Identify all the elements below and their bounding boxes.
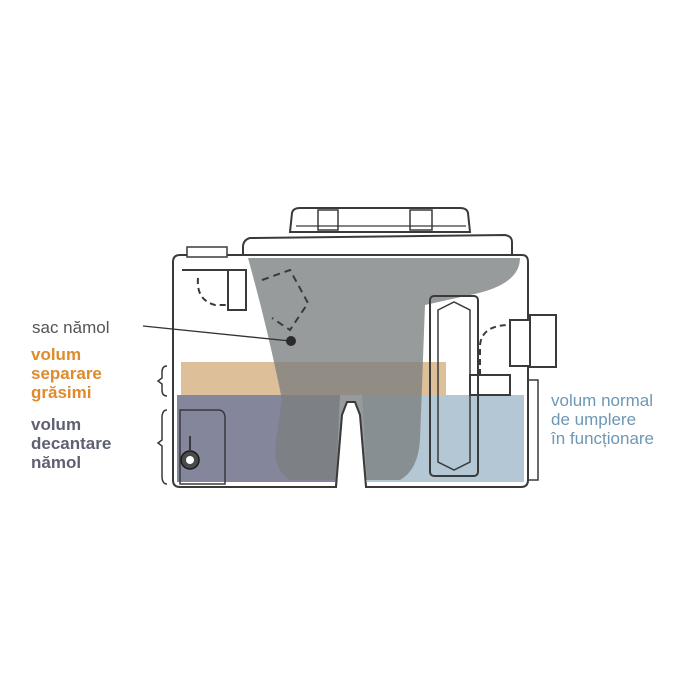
sludge-bag-leader-line (142, 325, 291, 342)
lid-dome (288, 207, 472, 233)
label-grease-line3: grăsimi (31, 383, 92, 402)
outlet-column (429, 295, 479, 477)
inlet-coupling (227, 269, 247, 311)
tank-lid (242, 233, 513, 256)
label-sludge-bag: sac nămol (32, 318, 109, 337)
sludge-bag-marker (286, 336, 296, 346)
drain-valve-center (186, 456, 194, 464)
sludge-bag (248, 258, 520, 480)
label-grease-line1: volum (31, 345, 82, 364)
label-normal-line3: în funcționare (551, 429, 655, 448)
label-grease-volume: volum separare grăsimi (31, 345, 102, 402)
inlet-cap (186, 246, 228, 258)
outlet-coupling-lower (469, 374, 511, 396)
label-decant-line1: volum (31, 415, 82, 434)
inlet-elbow-pipe (196, 277, 232, 306)
left-bracket-lower (156, 409, 168, 485)
label-decant-line2: decantare (31, 434, 112, 453)
label-grease-line2: separare (31, 364, 102, 383)
right-wall-brace (528, 379, 539, 481)
label-normal-line1: volum normal (551, 391, 654, 410)
outlet-column-inner (437, 301, 471, 471)
lid-grip-left (317, 209, 339, 231)
left-bracket-upper (156, 365, 168, 397)
label-decant-volume: volum decantare nămol (31, 415, 111, 472)
drain-chamber (179, 409, 226, 485)
label-sludge-bag-text: sac nămol (32, 318, 110, 337)
outlet-coupling (509, 319, 531, 367)
label-normal-line2: de umplere (551, 410, 637, 429)
label-decant-line3: nămol (31, 453, 82, 472)
outlet-flange (529, 314, 557, 368)
center-notch (335, 401, 367, 488)
outlet-elbow-pipe (479, 324, 511, 375)
label-normal-volume: volum normal de umplere în funcționare (551, 391, 654, 448)
lid-grip-right (409, 209, 433, 231)
